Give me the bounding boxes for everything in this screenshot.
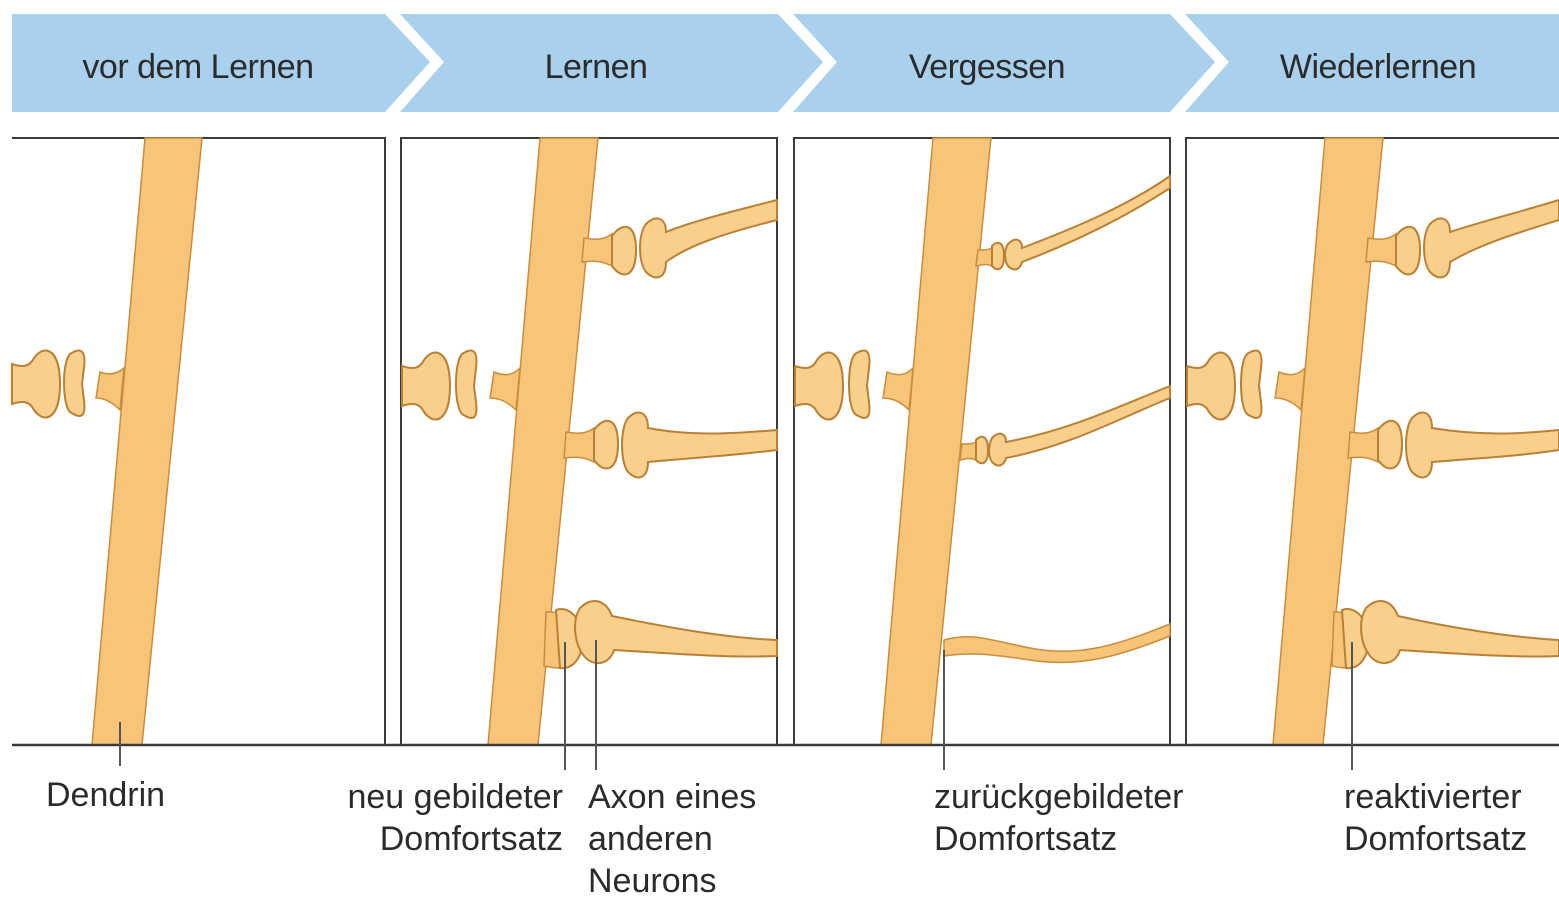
label-axon-line2: anderen [588, 820, 713, 858]
panel-relearning [1186, 138, 1559, 745]
label-regressed-line2: Domfortsatz [934, 820, 1117, 858]
stage-label-learning: Lernen [545, 48, 648, 86]
stage-label-relearning: Wiederlernen [1280, 48, 1476, 86]
existing-synapse [12, 350, 84, 417]
label-dendrite: Dendrin [46, 776, 165, 814]
label-axon-line1: Axon eines [588, 778, 756, 816]
label-axon-line3: Neurons [588, 862, 717, 900]
reactivated-synapse-lower [1332, 601, 1559, 668]
stage-header-band: vor dem Lernen Lernen Vergessen Wiederle… [12, 14, 1559, 112]
panel-frame [12, 138, 385, 745]
spine-stem [96, 368, 124, 410]
label-regressed-line1: zurückgebildeter [934, 778, 1183, 816]
label-new-spine-line1: neu gebildeter [347, 778, 563, 816]
panel-forgetting [794, 138, 1170, 745]
stage-label-forgetting: Vergessen [909, 48, 1065, 86]
stage-label-before: vor dem Lernen [82, 48, 313, 86]
label-reactivated-line2: Domfortsatz [1344, 820, 1527, 858]
panel-learning [401, 138, 777, 745]
label-new-spine-line2: Domfortsatz [380, 820, 563, 858]
panel-before [12, 138, 385, 745]
label-reactivated-line1: reaktivierter [1344, 778, 1522, 816]
